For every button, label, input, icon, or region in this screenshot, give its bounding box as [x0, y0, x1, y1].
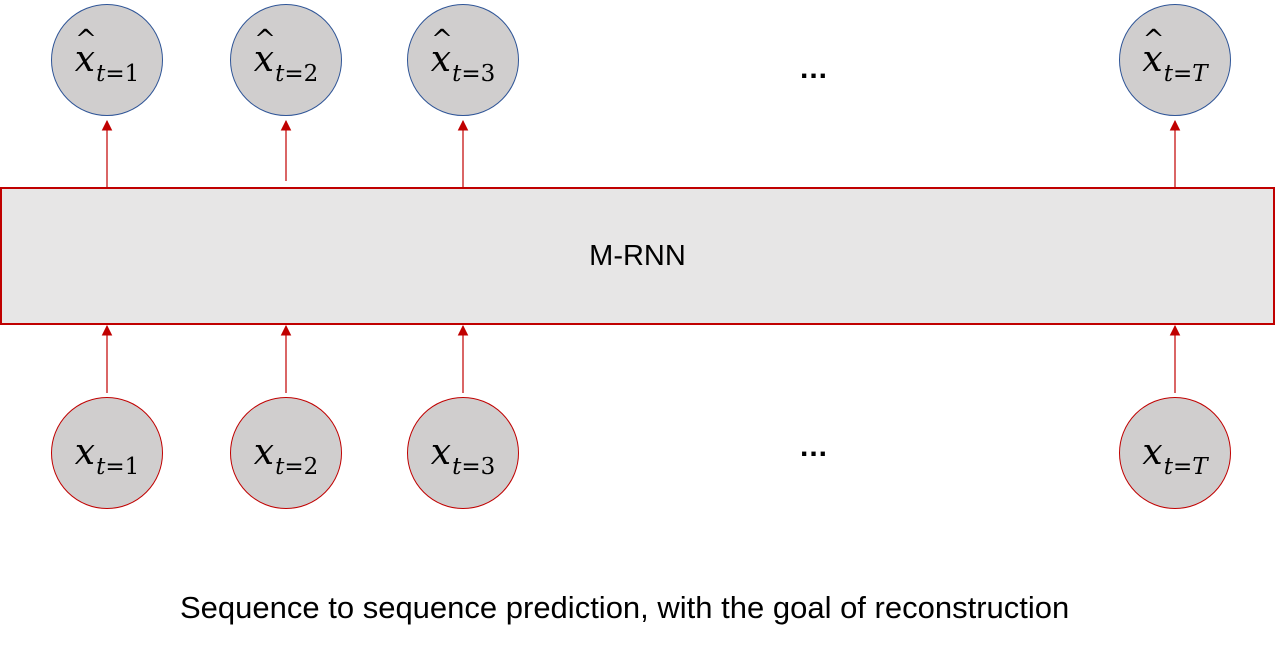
- input-node-T: xt=T: [1119, 397, 1231, 509]
- output-node-1: x^t=1: [51, 4, 163, 116]
- mrnn-block: M-RNN: [0, 187, 1275, 325]
- input-ellipsis: ...: [800, 430, 829, 463]
- output-label-1: x^t=1: [74, 25, 140, 87]
- input-label-T: xt=T: [1142, 432, 1208, 480]
- output-label-3: x^t=3: [430, 25, 496, 87]
- input-node-1: xt=1: [51, 397, 163, 509]
- output-ellipsis: ...: [800, 52, 829, 85]
- output-node-3: x^t=3: [407, 4, 519, 116]
- diagram-caption: Sequence to sequence prediction, with th…: [180, 590, 1070, 625]
- input-node-3: xt=3: [407, 397, 519, 509]
- output-label-T: x^t=T: [1142, 25, 1208, 87]
- output-node-T: x^t=T: [1119, 4, 1231, 116]
- mrnn-label: M-RNN: [589, 239, 686, 272]
- input-node-2: xt=2: [230, 397, 342, 509]
- input-label-2: xt=2: [253, 432, 319, 480]
- output-node-2: x^t=2: [230, 4, 342, 116]
- output-label-2: x^t=2: [253, 25, 319, 87]
- input-label-3: xt=3: [430, 432, 496, 480]
- input-label-1: xt=1: [74, 432, 140, 480]
